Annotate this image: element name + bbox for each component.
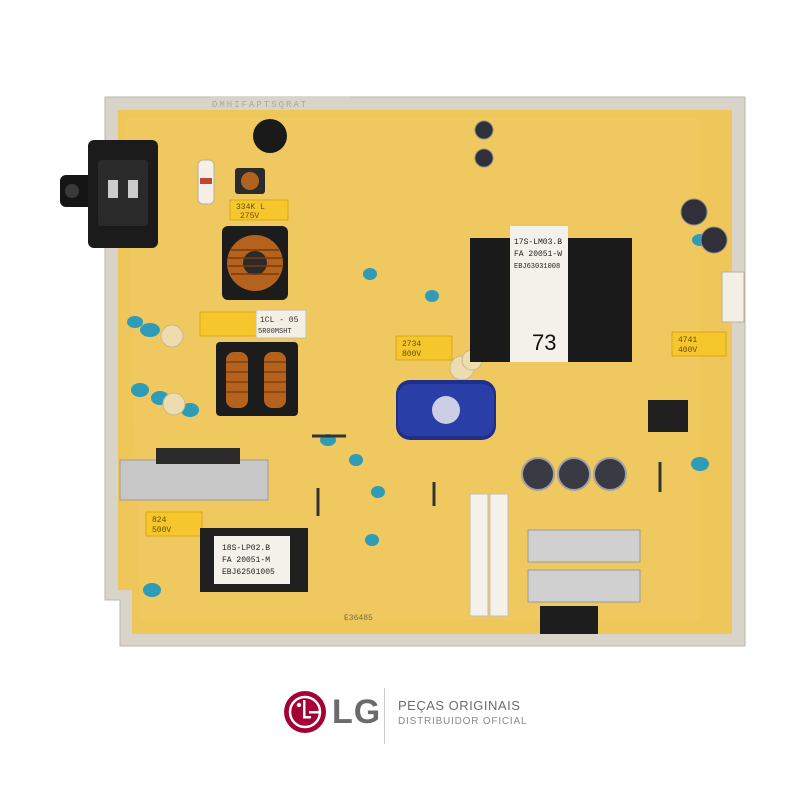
svg-text:EBJ62501005: EBJ62501005 bbox=[222, 568, 275, 577]
brand-name: LG bbox=[332, 693, 382, 731]
cert-label: E36485 bbox=[344, 614, 373, 623]
svg-text:4741: 4741 bbox=[678, 336, 697, 345]
svg-text:2734: 2734 bbox=[402, 340, 421, 349]
svg-text:334K L: 334K L bbox=[236, 203, 265, 212]
svg-text:500V: 500V bbox=[152, 526, 171, 535]
svg-text:824: 824 bbox=[152, 516, 167, 525]
svg-text:18S-LP02.B: 18S-LP02.B bbox=[222, 544, 270, 553]
heatsink-output-1 bbox=[527, 529, 641, 563]
y-capacitors bbox=[127, 234, 709, 597]
svg-text:5R00MSHT: 5R00MSHT bbox=[258, 328, 292, 336]
svg-text:FA 20051-W: FA 20051-W bbox=[514, 250, 562, 259]
output-capacitors bbox=[521, 457, 627, 491]
common-mode-choke-2 bbox=[216, 342, 298, 416]
heatsink-left bbox=[119, 459, 269, 501]
ac-inlet-connector bbox=[60, 140, 158, 248]
heatsink-output-2 bbox=[527, 569, 641, 603]
power-board-photo: DMHIFAPTSQRAT 334K L 275V 1CL - 05 5R00M… bbox=[60, 96, 746, 647]
svg-text:EBJ63031008: EBJ63031008 bbox=[514, 263, 560, 271]
svg-text:FA 20051-M: FA 20051-M bbox=[222, 556, 270, 565]
svg-text:73: 73 bbox=[532, 330, 556, 355]
capacitor-4741: 4741 400V bbox=[671, 331, 727, 357]
lg-logo bbox=[284, 691, 326, 733]
edge-strip-text: DMHIFAPTSQRAT bbox=[212, 100, 308, 110]
svg-text:400V: 400V bbox=[678, 346, 697, 355]
model-labels bbox=[469, 493, 509, 617]
bulk-capacitor bbox=[396, 380, 496, 440]
svg-text:800V: 800V bbox=[402, 350, 421, 359]
brand-tagline: PEÇAS ORIGINAIS bbox=[398, 698, 521, 713]
svg-text:17S-LM03.B: 17S-LM03.B bbox=[514, 238, 562, 247]
capacitor-2734: 2734 800V bbox=[395, 335, 453, 361]
output-connector bbox=[540, 606, 598, 634]
transformer-main: 17S-LM03.B FA 20051-W EBJ63031008 73 bbox=[470, 226, 632, 362]
common-mode-choke-1 bbox=[222, 226, 288, 300]
electrolytic-capacitors-top bbox=[474, 120, 728, 254]
transformer-small: 18S-LP02.B FA 20051-M EBJ62501005 bbox=[200, 528, 308, 592]
svg-text:275V: 275V bbox=[240, 212, 259, 221]
brand-divider bbox=[384, 688, 385, 744]
small-transformer-right bbox=[648, 400, 688, 432]
side-connector bbox=[721, 271, 745, 323]
capacitor-824: 824 500V bbox=[145, 511, 203, 537]
svg-text:1CL - 05: 1CL - 05 bbox=[260, 316, 299, 325]
x-capacitor-2 bbox=[199, 311, 259, 337]
brand-subtagline: DISTRIBUIDOR OFICIAL bbox=[398, 716, 528, 727]
varistor-disc bbox=[253, 119, 287, 153]
brand-footer bbox=[0, 660, 800, 800]
x-capacitor-1: 334K L 275V bbox=[229, 199, 289, 221]
